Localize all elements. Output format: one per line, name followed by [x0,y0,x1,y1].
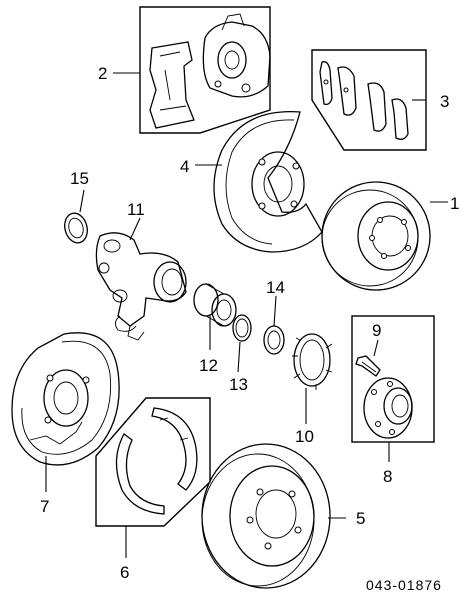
callout-6: 6 [120,563,129,582]
callout-2: 2 [98,64,107,83]
backing-plate [11,332,120,466]
seal-ring [64,212,88,244]
callout-5: 5 [356,509,365,528]
brake-pads [311,49,427,151]
callout-8: 8 [383,467,392,486]
snap-ring [232,314,252,342]
axle-hub [351,315,435,443]
disc-rotor [321,181,431,291]
sensor-rotor [292,333,333,390]
callout-13: 13 [229,375,248,394]
callout-14: 14 [266,278,285,297]
callout-9: 9 [372,321,381,340]
brake-drum [201,443,331,589]
callout-1: 1 [450,194,459,213]
callout-15: 15 [70,169,89,188]
dust-seal-ring [263,325,285,355]
leader-lines [45,72,448,558]
caliper-assembly [139,6,271,134]
callout-12: 12 [199,356,218,375]
brake-shoes [95,397,211,527]
pads-group-box [311,49,427,151]
knuckle [95,232,187,341]
callout-3: 3 [440,92,449,111]
callout-10: 10 [295,427,314,446]
shoes-group-box [95,397,211,527]
callout-4: 4 [180,157,189,176]
callout-11: 11 [127,200,145,219]
wheel-bearing [193,283,237,327]
diagram-code: 043-01876 [366,577,442,593]
caliper-group-box [139,6,271,134]
hub-group-box [351,315,435,443]
callout-7: 7 [40,497,49,516]
dust-shield [213,111,323,253]
hub-bolt [355,355,381,377]
